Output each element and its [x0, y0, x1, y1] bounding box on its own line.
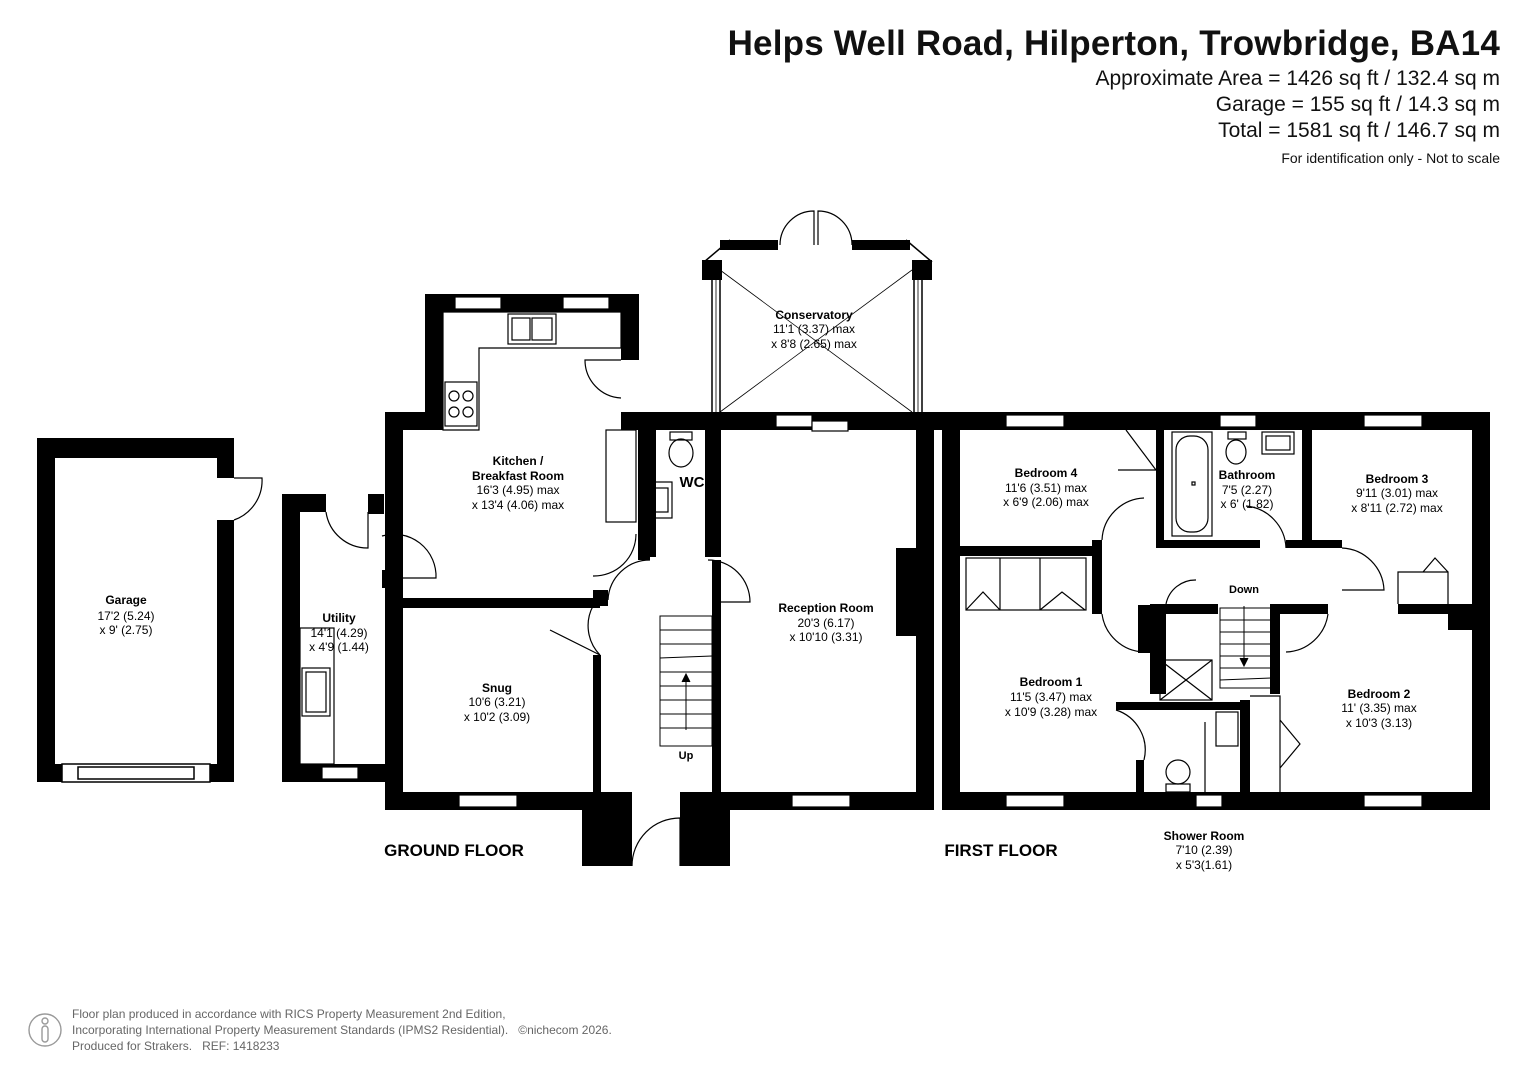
bathroom-dim1: 7'5 (2.27)	[1222, 483, 1272, 497]
conservatory-dim1: 11'1 (3.37) max	[773, 322, 855, 336]
person-icon	[28, 1013, 62, 1047]
kitchen-fittings	[299, 311, 622, 765]
utility-dim1: 14'1 (4.29)	[311, 626, 368, 640]
bathroom-fittings	[1159, 431, 1295, 793]
property-title: Helps Well Road, Hilperton, Trowbridge, …	[727, 24, 1500, 63]
first-floor-windows	[1005, 414, 1423, 808]
reception-name: Reception Room	[778, 601, 873, 615]
garage-dim2: x 9' (2.75)	[100, 623, 153, 637]
ground-floor-windows	[321, 296, 851, 808]
conservatory-dim2: x 8'8 (2.65) max	[771, 337, 857, 351]
reception-dim2: x 10'10 (3.31)	[789, 630, 862, 644]
bedroom1-dim1: 11'5 (3.47) max	[1010, 690, 1092, 704]
footer-line-3: Produced for Strakers. REF: 1418233	[72, 1038, 612, 1054]
first-floor-label: FIRST FLOOR	[944, 841, 1057, 860]
bedroom2-dim2: x 10'3 (3.13)	[1346, 716, 1412, 730]
stairs-down-label: Down	[1229, 584, 1259, 596]
bedroom3-dim1: 9'11 (3.01) max	[1356, 486, 1438, 500]
header: Helps Well Road, Hilperton, Trowbridge, …	[728, 22, 1500, 166]
bedroom4-dim1: 11'6 (3.51) max	[1005, 481, 1087, 495]
snug-dim1: 10'6 (3.21)	[469, 695, 526, 709]
bedroom4-dim2: x 6'9 (2.06) max	[1003, 495, 1089, 509]
bedroom2-dim1: 11' (3.35) max	[1341, 701, 1416, 715]
shower-room-dim1: 7'10 (2.39)	[1176, 843, 1233, 857]
total-area: Total = 1581 sq ft / 146.7 sq m	[1218, 119, 1500, 142]
bedroom1-name: Bedroom 1	[1020, 675, 1083, 689]
ground-stairs	[659, 615, 713, 747]
bedroom3-name: Bedroom 3	[1366, 472, 1429, 486]
kitchen-dim1: 16'3 (4.95) max	[477, 483, 560, 497]
footer-produced-for: Produced for Strakers.	[72, 1039, 193, 1053]
wc-name: WC	[680, 474, 705, 491]
kitchen-name1: Kitchen /	[493, 454, 544, 468]
footer: Floor plan produced in accordance with R…	[72, 1006, 612, 1054]
bedroom1-dim2: x 10'9 (3.28) max	[1005, 705, 1097, 719]
garage-dim1: 17'2 (5.24)	[98, 609, 155, 623]
room-labels: Garage 17'2 (5.24) x 9' (2.75) Utility 1…	[98, 308, 1443, 872]
wc-fittings	[649, 431, 694, 519]
garage-walls	[37, 438, 263, 783]
approx-area: Approximate Area = 1426 sq ft / 132.4 sq…	[1095, 67, 1501, 90]
footer-line-2: Incorporating International Property Mea…	[72, 1022, 612, 1038]
bedroom4-name: Bedroom 4	[1015, 466, 1078, 480]
garage-name: Garage	[105, 593, 147, 607]
first-floor-doors	[965, 429, 1449, 792]
conservatory-name: Conservatory	[775, 308, 853, 322]
stairs-up-label: Up	[679, 750, 694, 762]
shower-room-dim2: x 5'3(1.61)	[1176, 858, 1232, 872]
ground-floor-label: GROUND FLOOR	[384, 841, 524, 860]
snug-dim2: x 10'2 (3.09)	[464, 710, 530, 724]
disclaimer: For identification only - Not to scale	[1281, 150, 1500, 166]
footer-copyright: ©nichecom 2026.	[518, 1023, 612, 1037]
footer-ref: REF: 1418233	[202, 1039, 280, 1053]
bedroom2-name: Bedroom 2	[1348, 687, 1411, 701]
conservatory-glazing	[703, 210, 933, 413]
footer-line-2-text: Incorporating International Property Mea…	[72, 1023, 509, 1037]
utility-dim2: x 4'9 (1.44)	[309, 640, 369, 654]
reception-dim1: 20'3 (6.17)	[798, 616, 855, 630]
bathroom-name: Bathroom	[1219, 468, 1276, 482]
kitchen-name2: Breakfast Room	[472, 469, 564, 483]
garage-area: Garage = 155 sq ft / 14.3 sq m	[1215, 93, 1500, 116]
first-floor-stairs	[1219, 606, 1273, 689]
bedroom3-dim2: x 8'11 (2.72) max	[1351, 501, 1442, 515]
footer-line-1: Floor plan produced in accordance with R…	[72, 1007, 506, 1021]
bathroom-dim2: x 6' (1.82)	[1221, 497, 1274, 511]
kitchen-dim2: x 13'4 (4.06) max	[472, 498, 564, 512]
snug-name: Snug	[482, 681, 512, 695]
ground-floor-doors	[325, 359, 751, 867]
utility-name: Utility	[322, 611, 356, 625]
shower-room-name: Shower Room	[1164, 829, 1245, 843]
